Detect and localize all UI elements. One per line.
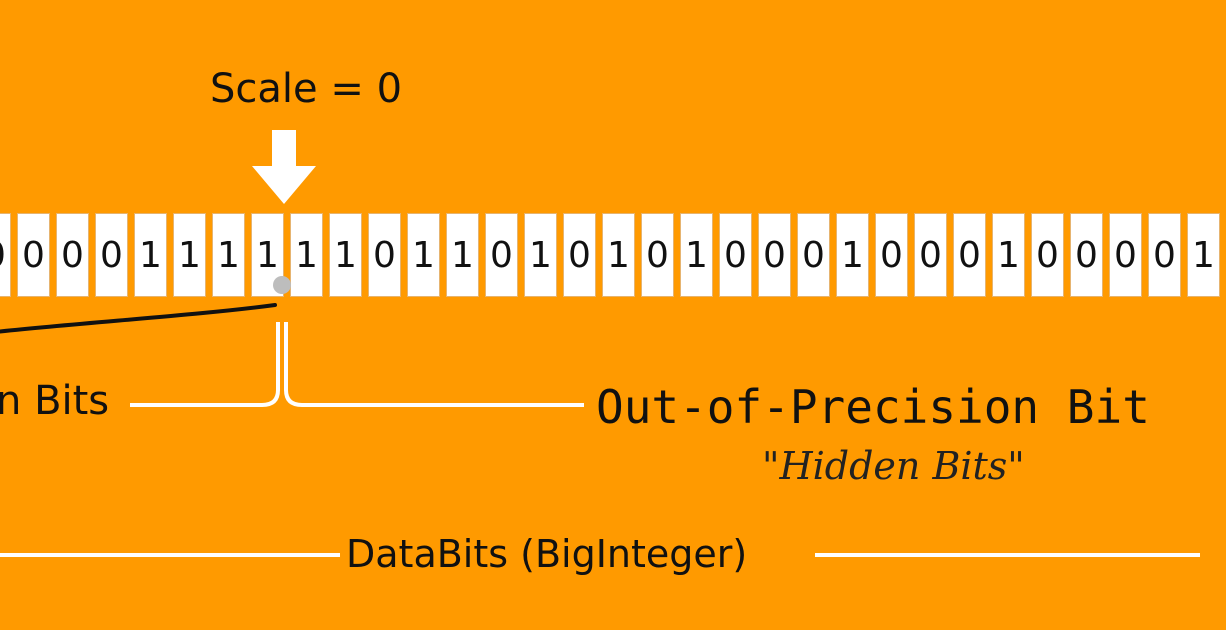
bit-cell: 1	[173, 213, 206, 297]
hidden-bits-label: "Hidden Bits"	[762, 444, 1025, 488]
bit-cell: 0	[641, 213, 674, 297]
precision-bracket-left	[130, 322, 280, 407]
bit-cell: 0	[95, 213, 128, 297]
bit-cell: 0	[1070, 213, 1103, 297]
bit-cell: 0	[56, 213, 89, 297]
bit-cell: 1	[602, 213, 635, 297]
bit-cell: 1	[992, 213, 1025, 297]
bit-cell: 1	[329, 213, 362, 297]
databits-label: DataBits (BigInteger)	[346, 532, 748, 576]
down-arrow-icon	[252, 130, 316, 204]
bit-cell: 0	[953, 213, 986, 297]
scale-marker-dot	[273, 276, 291, 294]
bit-cell: 0	[0, 213, 11, 297]
bit-cell: 1	[251, 213, 284, 297]
bit-cell: 0	[875, 213, 908, 297]
bit-cell: 0	[797, 213, 830, 297]
bit-cell: 1	[836, 213, 869, 297]
out-of-precision-label: Out-of-Precision Bit	[596, 380, 1150, 434]
bit-cell: 0	[1148, 213, 1181, 297]
bit-cell: 1	[134, 213, 167, 297]
bit-cell: 1	[407, 213, 440, 297]
diagram-lines	[0, 276, 1200, 557]
precision-bits-label: n Bits	[0, 378, 110, 424]
precision-pointer-line	[0, 303, 277, 334]
bit-cell: 0	[758, 213, 791, 297]
precision-bracket-right	[284, 322, 584, 407]
bit-cell: 1	[290, 213, 323, 297]
bit-cell: 1	[212, 213, 245, 297]
bit-cell: 0	[914, 213, 947, 297]
bit-cell: 1	[1187, 213, 1220, 297]
bit-cell: 1	[446, 213, 479, 297]
bit-cell: 0	[1109, 213, 1142, 297]
bit-cell: 0	[563, 213, 596, 297]
bit-cell: 0	[1031, 213, 1064, 297]
scale-label: Scale = 0	[210, 66, 403, 112]
bit-cell: 0	[368, 213, 401, 297]
bit-cell: 1	[680, 213, 713, 297]
bit-cell: 1	[524, 213, 557, 297]
bit-cell: 0	[17, 213, 50, 297]
bit-cell: 0	[719, 213, 752, 297]
bit-cell: 0	[485, 213, 518, 297]
